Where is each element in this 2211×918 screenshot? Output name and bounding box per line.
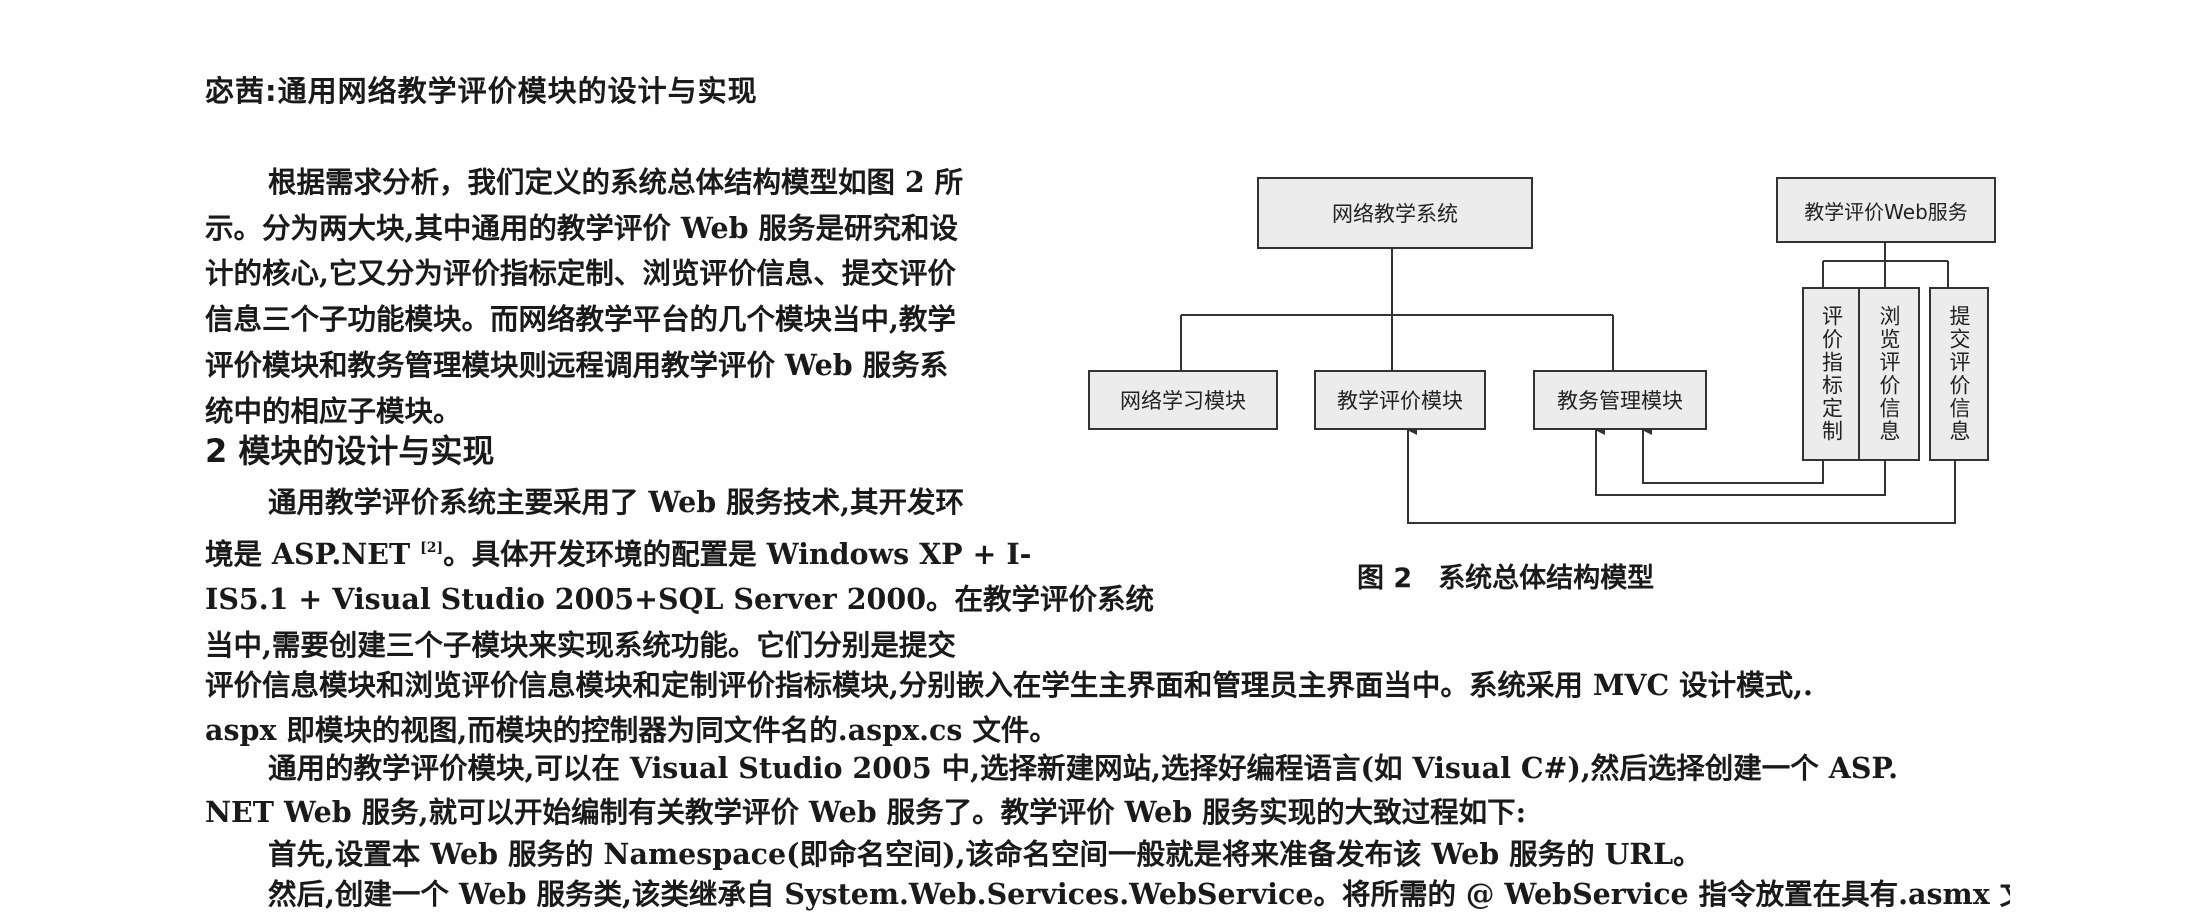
intro-line: 统中的相应子模块。 — [205, 393, 462, 428]
class-line: 然后,创建一个 Web 服务类,该类继承自 System.Web.Service… — [268, 877, 2010, 911]
node-affairs-module: 教务管理模块 — [1533, 370, 1707, 430]
citation-ref: [2] — [420, 539, 444, 556]
node-evaluation-module: 教学评价模块 — [1314, 370, 1486, 430]
node-network-teaching-system: 网络教学系统 — [1257, 177, 1533, 249]
dev-line-text: 境是 ASP.NET — [205, 536, 421, 571]
section-title: 2 模块的设计与实现 — [205, 432, 495, 470]
arrow-custom-to-affairs — [1642, 425, 1824, 484]
dev-line: IS5.1 + Visual Studio 2005+SQL Server 20… — [205, 582, 1155, 617]
intro-line: 根据需求分析，我们定义的系统总体结构模型如图 2 所 — [268, 165, 964, 199]
dev-line: 通用教学评价系统主要采用了 Web 服务技术,其开发环 — [268, 485, 965, 519]
figure-caption: 图 2 系统总体结构模型 — [1357, 556, 1654, 595]
node-custom-indicators: 评价指标定制 — [1802, 287, 1861, 461]
intro-line: 信息三个子功能模块。而网络教学平台的几个模块当中,教学 — [205, 302, 956, 337]
intro-line: 评价模块和教务管理模块则远程调用教学评价 Web 服务系 — [205, 347, 949, 382]
node-evaluation-web-service: 教学评价Web服务 — [1776, 177, 1996, 243]
webservice-line: 通用的教学评价模块,可以在 Visual Studio 2005 中,选择新建网… — [268, 751, 1899, 785]
webservice-line: NET Web 服务,就可以开始编制有关教学评价 Web 服务了。教学评价 We… — [205, 795, 1527, 829]
intro-paragraph: 根据需求分析，我们定义的系统总体结构模型如图 2 所 示。分为两大块,其中通用的… — [205, 160, 1045, 434]
dev-line-text: 。具体开发环境的配置是 Windows XP + I- — [443, 536, 1032, 571]
node-submit-info: 提交评价信息 — [1929, 287, 1989, 461]
figure-caption-text: 系统总体结构模型 — [1438, 563, 1655, 594]
intro-line: 示。分为两大块,其中通用的教学评价 Web 服务是研究和设 — [205, 210, 959, 245]
figure-caption-label: 图 2 — [1357, 563, 1413, 594]
diagram-connectors — [1180, 241, 1956, 524]
dev-line-wide: aspx 即模块的视图,而模块的控制器为同文件名的.aspx.cs 文件。 — [205, 713, 1058, 747]
node-browse-info: 浏览评价信息 — [1858, 287, 1920, 461]
arrow-browse-to-affairs — [1595, 425, 1886, 496]
dev-line: 当中,需要创建三个子模块来实现系统功能。它们分别是提交 — [205, 628, 956, 663]
dev-paragraph: 通用教学评价系统主要采用了 Web 服务技术,其开发环 境是 ASP.NET [… — [205, 480, 1155, 669]
dev-line-wide: 评价信息模块和浏览评价信息模块和定制评价指标模块,分别嵌入在学生主界面和管理员主… — [205, 668, 1813, 702]
arrow-submit-to-evaluation — [1407, 425, 1956, 524]
dev-line: 境是 ASP.NET [2]。具体开发环境的配置是 Windows XP + I… — [205, 526, 1045, 578]
running-header: 宓茜:通用网络教学评价模块的设计与实现 — [205, 74, 758, 108]
system-structure-diagram: 网络教学系统 教学评价Web服务 网络学习模块 教学评价模块 教务管理模块 评价… — [1078, 165, 1998, 535]
namespace-line: 首先,设置本 Web 服务的 Namespace(即命名空间),该命名空间一般就… — [268, 837, 1702, 871]
intro-line: 计的核心,它又分为评价指标定制、浏览评价信息、提交评价 — [205, 256, 956, 291]
node-study-module: 网络学习模块 — [1088, 370, 1278, 430]
